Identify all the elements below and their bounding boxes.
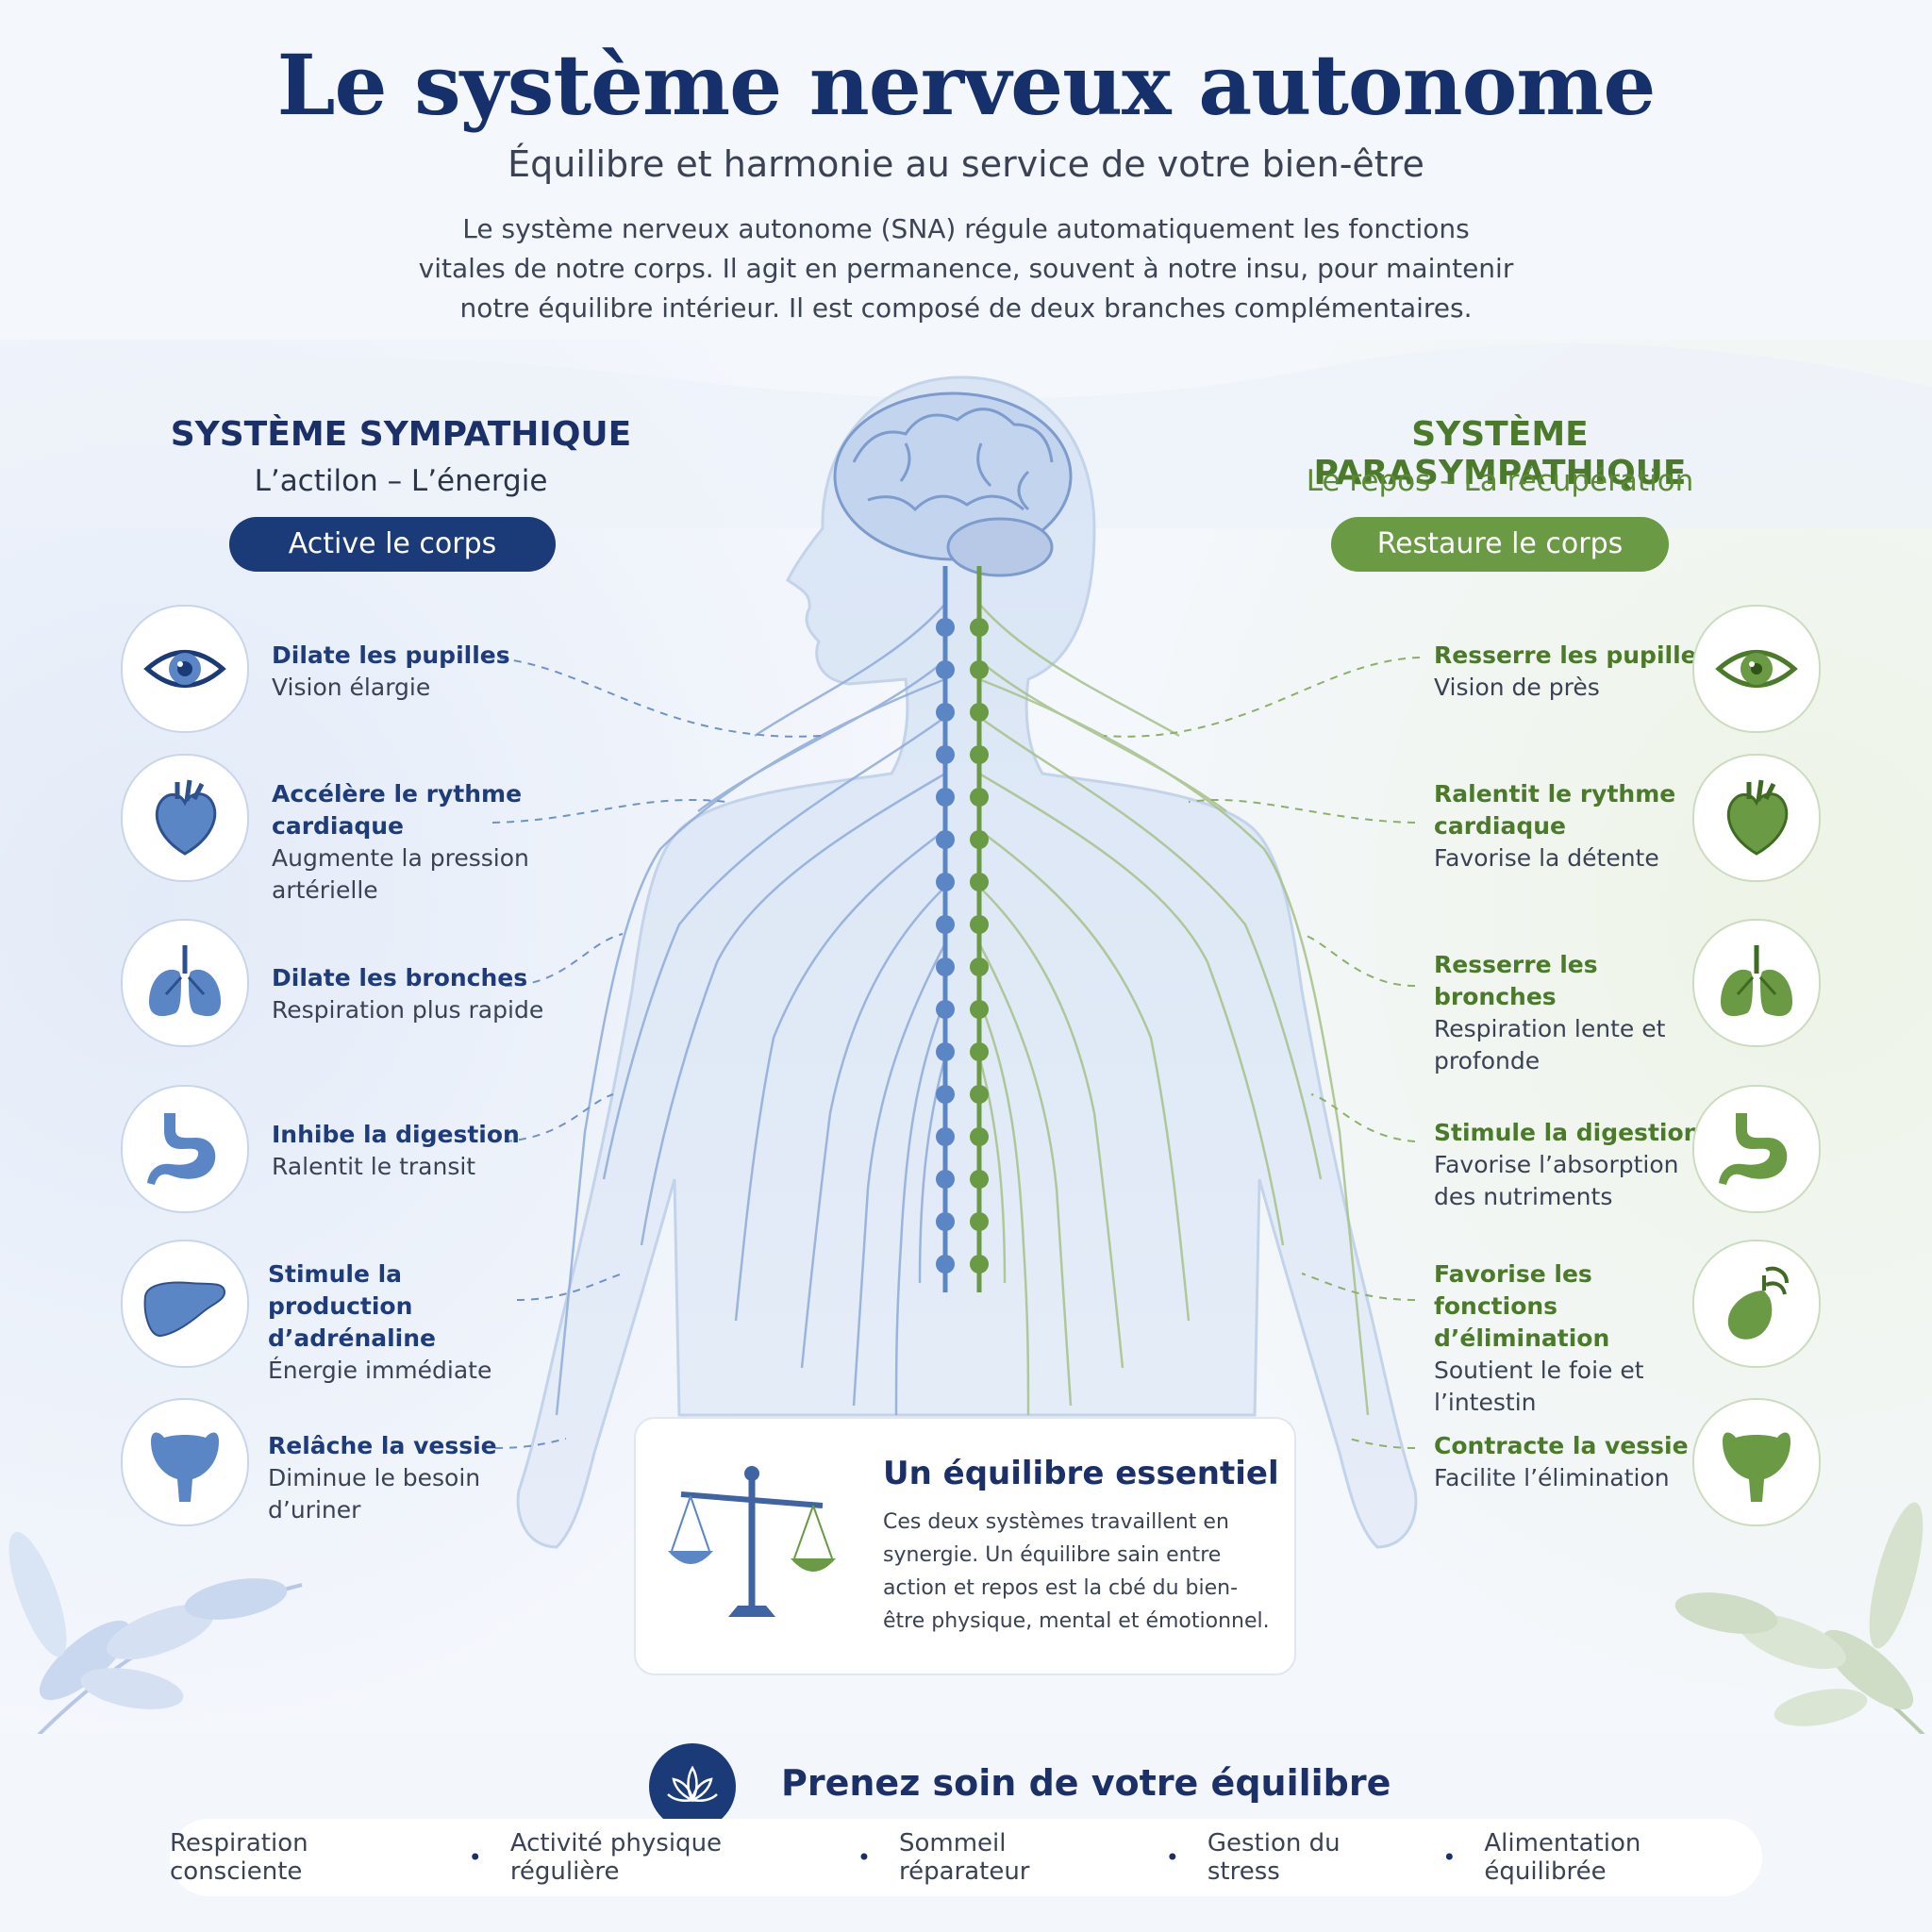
footer-title: Prenez soin de votre équilibre — [781, 1762, 1391, 1804]
balance-card: Un équilibre essentiel Ces deux systèmes… — [634, 1417, 1296, 1675]
bullet-separator: • — [1442, 1844, 1457, 1871]
sympathetic-item-4: Inhibe la digestion Ralentit le transit — [272, 1119, 555, 1183]
sympathetic-title: SYSTÈME SYMPATHIQUE — [170, 415, 632, 454]
stomach-icon — [121, 1085, 249, 1213]
sympathetic-item-1: Dilate les pupilles Vision élargie — [272, 640, 555, 704]
sympathetic-nerves — [555, 603, 947, 1416]
parasympathetic-item-4: Stimule la digestion Favorise l’absorpti… — [1434, 1117, 1717, 1213]
intro-text: Le système nerveux autonome (SNA) régule… — [418, 213, 1514, 324]
parasympathetic-subtitle: Le repos – La récupération — [1306, 464, 1694, 498]
item-desc: Vision élargie — [272, 674, 431, 701]
parasympathetic-ganglia — [970, 618, 989, 1274]
item-desc: Facilite l’élimination — [1434, 1464, 1670, 1491]
bullet-separator: • — [857, 1844, 871, 1871]
balance-desc: Ces deux systèmes travaillent en synergi… — [883, 1510, 1270, 1633]
tips-bar: Respiration consciente • Activité physiq… — [170, 1819, 1762, 1896]
item-title: Favorise les fonctions d’élimination — [1434, 1260, 1610, 1352]
heart-icon — [121, 754, 249, 882]
item-desc: Diminue le besoin d’uriner — [268, 1464, 481, 1524]
item-title: Stimule la digestion — [1434, 1119, 1701, 1146]
item-desc: Respiration lente et profonde — [1434, 1015, 1666, 1074]
item-desc: Soutient le foie et l’intestin — [1434, 1357, 1644, 1416]
leaves-left-decoration — [8, 1531, 303, 1736]
sympathetic-item-5: Stimule la production d’adrénaline Énerg… — [268, 1258, 551, 1387]
page-subtitle: Équilibre et harmonie au service de votr… — [508, 143, 1424, 185]
parasympathetic-pill: Restaure le corps — [1331, 517, 1669, 572]
item-desc: Augmente la pression artérielle — [272, 844, 529, 904]
item-title: Resserre les pupilles — [1434, 641, 1711, 669]
item-title: Relâche la vessie — [268, 1432, 497, 1459]
item-title: Contracte la vessie — [1434, 1432, 1689, 1459]
parasympathetic-item-3: Resserre les bronches Respiration lente … — [1434, 949, 1717, 1077]
parasympathetic-item-2: Ralentit le rythme cardiaque Favorise la… — [1434, 778, 1717, 874]
brain-icon — [833, 391, 1073, 577]
item-title: Ralentit le rythme cardiaque — [1434, 780, 1676, 840]
bullet-separator: • — [1165, 1844, 1179, 1871]
tip-item: Alimentation équilibrée — [1484, 1829, 1641, 1886]
lotus-icon — [649, 1743, 736, 1830]
parasympathetic-item-1: Resserre les pupilles Vision de près — [1434, 640, 1717, 704]
parasympathetic-item-5: Favorise les fonctions d’élimination Sou… — [1434, 1258, 1717, 1419]
item-desc: Favorise la détente — [1434, 844, 1659, 872]
parasympathetic-item-6: Contracte la vessie Facilite l’éliminati… — [1434, 1430, 1717, 1494]
parasympathetic-title: SYSTÈME PARASYMPATHIQUE — [1313, 415, 1687, 492]
eye-icon — [121, 605, 249, 733]
sympathetic-ganglia — [936, 618, 955, 1274]
lungs-icon — [121, 919, 249, 1047]
sympathetic-item-2: Accélère le rythme cardiaque Augmente la… — [272, 778, 555, 907]
item-desc: Ralentit le transit — [272, 1153, 476, 1180]
item-title: Stimule la production d’adrénaline — [268, 1260, 437, 1352]
lungs-icon — [1692, 919, 1821, 1047]
heart-icon — [1692, 754, 1821, 882]
parasympathetic-nerves — [977, 603, 1370, 1416]
tip-item: Activité physique régulière — [509, 1829, 723, 1886]
sympathetic-item-3: Dilate les bronches Respiration plus rap… — [272, 962, 555, 1026]
item-title: Dilate les bronches — [272, 964, 528, 991]
item-title: Accélère le rythme cardiaque — [272, 780, 523, 840]
bladder-icon — [1692, 1398, 1821, 1526]
parasympathetic-connectors — [1103, 657, 1421, 1449]
sympathetic-item-6: Relâche la vessie Diminue le besoin d’ur… — [268, 1430, 551, 1526]
item-title: Inhibe la digestion — [272, 1121, 520, 1148]
sympathetic-subtitle: L’actilon – L’énergie — [254, 464, 548, 498]
item-title: Dilate les pupilles — [272, 641, 510, 669]
scale-icon — [668, 1466, 836, 1617]
item-desc: Énergie immédiate — [268, 1357, 492, 1384]
bullet-separator: • — [468, 1844, 482, 1871]
item-title: Resserre les bronches — [1434, 951, 1598, 1010]
leaves-right-decoration — [1674, 1502, 1926, 1736]
sympathetic-pill: Active le corps — [229, 517, 556, 572]
tip-item: Respiration consciente — [170, 1829, 308, 1886]
tip-item: Sommeil réparateur — [898, 1829, 1030, 1886]
eye-icon — [1692, 605, 1821, 733]
item-desc: Favorise l’absorption des nutriments — [1434, 1151, 1679, 1210]
bladder-icon — [121, 1398, 249, 1526]
item-desc: Respiration plus rapide — [272, 996, 544, 1024]
gallbladder-icon — [1692, 1240, 1821, 1368]
liver-icon — [121, 1240, 249, 1368]
stomach-icon — [1692, 1085, 1821, 1213]
sympathetic-connectors — [485, 657, 822, 1449]
page-title: Le système nerveux autonome — [276, 36, 1657, 134]
tip-item: Gestion du stress — [1207, 1829, 1341, 1886]
item-desc: Vision de près — [1434, 674, 1600, 701]
balance-title: Un équilibre essentiel — [883, 1455, 1279, 1492]
